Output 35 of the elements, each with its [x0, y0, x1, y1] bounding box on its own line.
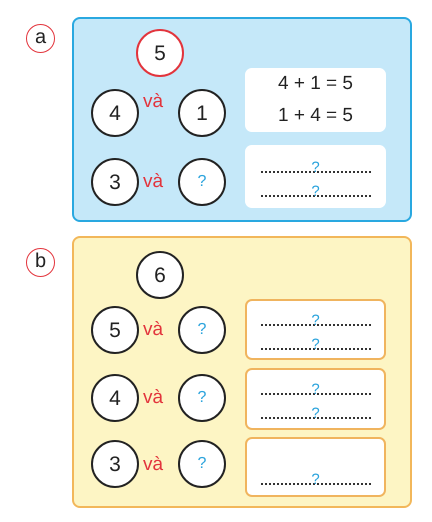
- number-circle: ?: [178, 306, 226, 354]
- connector-word: và: [143, 320, 164, 339]
- number-circle: ?: [178, 374, 226, 422]
- number-circle: 5: [136, 29, 184, 77]
- part-letter: a: [26, 24, 55, 53]
- number-circle: ?: [178, 440, 226, 488]
- question-mark: ?: [311, 160, 320, 174]
- question-mark: ?: [311, 382, 320, 397]
- answer-card: [245, 68, 386, 132]
- number-circle: ?: [178, 158, 226, 206]
- connector-word: và: [143, 172, 164, 191]
- part-letter: b: [26, 248, 55, 277]
- question-mark: ?: [311, 472, 320, 487]
- question-mark: ?: [311, 312, 320, 328]
- answer-card: [245, 368, 386, 430]
- equation: 4 + 1 = 5: [278, 72, 353, 96]
- answer-card: [245, 299, 386, 360]
- number-circle: 3: [91, 440, 139, 488]
- answer-card: [245, 437, 386, 497]
- number-circle: 4: [91, 89, 139, 137]
- exercise-panel: [72, 17, 412, 222]
- number-circle: 3: [91, 158, 139, 206]
- question-mark: ?: [311, 184, 320, 198]
- number-circle: 6: [136, 251, 184, 299]
- exercise-panel: [72, 236, 412, 508]
- number-circle: 5: [91, 306, 139, 354]
- answer-card: [245, 145, 386, 208]
- connector-word: và: [143, 92, 164, 111]
- connector-word: và: [143, 388, 164, 407]
- question-mark: ?: [311, 336, 320, 352]
- connector-word: và: [143, 455, 164, 474]
- question-mark: ?: [311, 406, 320, 421]
- number-circle: 4: [91, 374, 139, 422]
- equation: 1 + 4 = 5: [278, 104, 353, 128]
- number-circle: 1: [178, 89, 226, 137]
